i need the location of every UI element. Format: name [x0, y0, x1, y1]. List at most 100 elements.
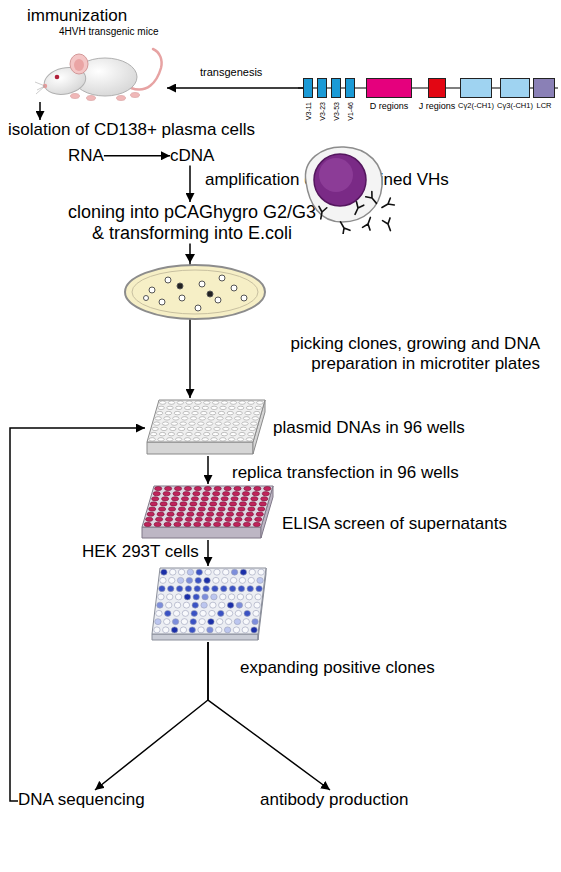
illustration-part — [87, 96, 96, 101]
well — [178, 569, 184, 575]
well — [152, 497, 159, 501]
well — [214, 427, 220, 430]
well — [244, 610, 250, 616]
well — [193, 492, 200, 496]
well — [189, 422, 195, 425]
well — [186, 401, 192, 404]
well — [258, 569, 264, 575]
well — [196, 569, 202, 575]
well — [157, 512, 164, 516]
colony — [199, 281, 205, 287]
well — [168, 401, 174, 404]
well — [254, 486, 261, 490]
well — [223, 492, 230, 496]
well — [167, 594, 173, 600]
well — [226, 610, 232, 616]
illustration-part — [55, 75, 60, 80]
well — [158, 406, 164, 409]
well — [223, 522, 230, 526]
step-label: RNA — [68, 146, 104, 166]
well — [229, 586, 235, 592]
well — [149, 438, 155, 441]
well — [261, 497, 268, 501]
well — [217, 417, 223, 420]
well — [177, 577, 183, 583]
well — [202, 406, 208, 409]
well — [224, 422, 230, 425]
well — [184, 406, 190, 409]
well — [187, 427, 193, 430]
well — [244, 486, 251, 490]
well — [212, 432, 218, 435]
well — [249, 427, 255, 430]
well — [189, 627, 195, 633]
well — [226, 512, 233, 516]
well — [163, 627, 169, 633]
well — [180, 627, 186, 633]
well — [159, 507, 166, 511]
well — [246, 512, 253, 516]
well — [249, 569, 255, 575]
well — [218, 411, 224, 414]
well — [248, 577, 254, 583]
well — [153, 492, 160, 496]
gene-segment: V1-46 — [345, 78, 355, 98]
step-text: RNA — [68, 146, 104, 166]
well — [174, 411, 180, 414]
well — [175, 594, 181, 600]
well — [194, 486, 201, 490]
well — [259, 502, 266, 506]
well — [255, 594, 261, 600]
well — [213, 577, 219, 583]
arrow-label: picking clones, growing and DNA preparat… — [210, 334, 540, 373]
well — [235, 610, 241, 616]
well — [185, 517, 192, 521]
step-text: isolation of CD138+ plasma cells — [8, 120, 255, 140]
well — [204, 486, 211, 490]
well — [233, 627, 239, 633]
well — [220, 594, 226, 600]
petri-dish-rim — [132, 270, 258, 314]
well — [153, 422, 159, 425]
well — [165, 411, 171, 414]
illustration-part — [117, 96, 126, 101]
gene-segment: Cγ3(-CH1) — [500, 78, 530, 98]
segment-label: V1-46 — [347, 102, 354, 121]
well — [162, 422, 168, 425]
well — [167, 512, 174, 516]
well — [187, 512, 194, 516]
illustration-part — [36, 86, 45, 94]
well — [193, 594, 199, 600]
well — [184, 522, 191, 526]
well — [213, 492, 220, 496]
well — [264, 486, 271, 490]
mouse-illustration: immunization4HVH transgenic mice — [35, 42, 167, 102]
illustration-part — [152, 568, 266, 634]
well — [162, 497, 169, 501]
well — [205, 517, 212, 521]
well — [160, 502, 167, 506]
well — [242, 492, 249, 496]
segment-label: J regions — [419, 102, 456, 111]
arrow-label: ELISA screen of supernatants — [282, 514, 507, 534]
step-label: expanding positive clones — [240, 658, 435, 678]
gene-segment: V3-23 — [317, 78, 327, 98]
cell-nucleus — [314, 154, 366, 206]
well — [215, 422, 221, 425]
colony — [219, 275, 225, 281]
well — [165, 610, 171, 616]
well — [157, 602, 163, 608]
well — [190, 417, 196, 420]
illustration-part — [147, 442, 253, 454]
well — [236, 602, 242, 608]
well — [158, 594, 164, 600]
well — [201, 411, 207, 414]
well — [233, 422, 239, 425]
well — [212, 401, 218, 404]
well — [255, 517, 262, 521]
segment-label: V3-53 — [333, 102, 340, 121]
well — [243, 417, 249, 420]
well — [174, 486, 181, 490]
mouse-illustration — [35, 42, 167, 102]
antibody — [380, 198, 394, 211]
